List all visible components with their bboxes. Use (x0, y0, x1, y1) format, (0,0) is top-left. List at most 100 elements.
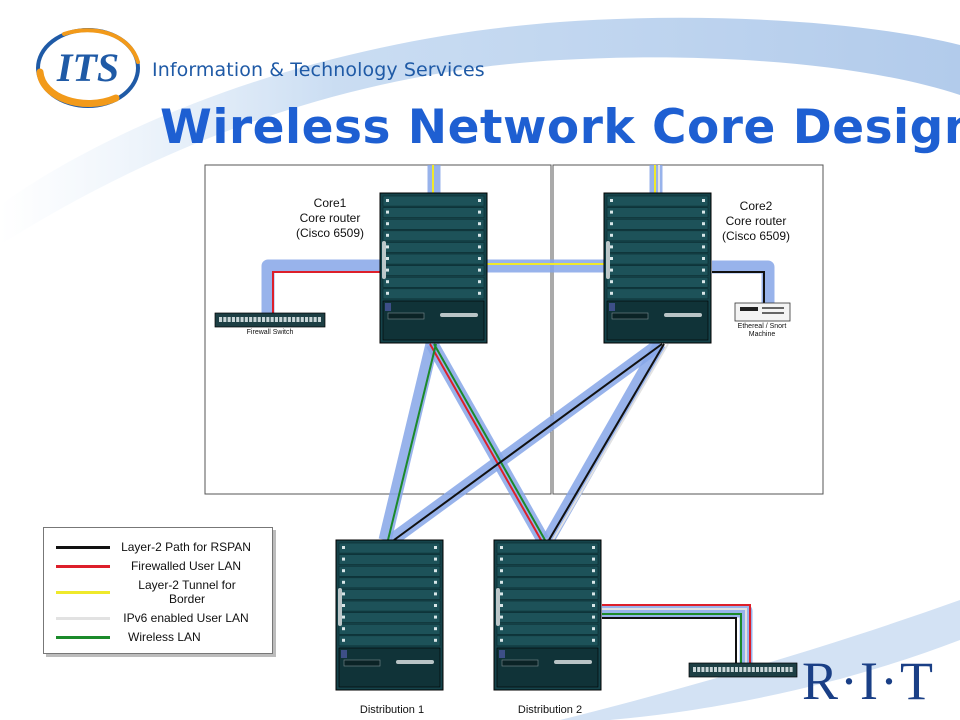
core1-firewall-bundle (261, 259, 380, 318)
slot-led (500, 627, 503, 631)
fan-grille (343, 659, 381, 667)
switch-port (705, 667, 709, 672)
line-card-slot (382, 276, 485, 288)
psu-handle (396, 660, 434, 664)
core1-name: Core1 (313, 196, 347, 210)
psu-handle (554, 660, 592, 664)
switch-port (739, 667, 743, 672)
chassis-devices (335, 192, 712, 691)
slot-led (592, 569, 595, 573)
slot-led (592, 592, 595, 596)
legend-item-ipv6: IPv6 enabled User LAN (44, 608, 272, 628)
line-card-slot (606, 276, 709, 288)
line-card-slot (606, 230, 709, 242)
switch-port (227, 317, 231, 322)
slot-led (478, 233, 481, 237)
slot-led (610, 233, 613, 237)
slot-led (478, 257, 481, 260)
distribution-2-label: Distribution 2 (517, 704, 583, 716)
switch-port (270, 317, 274, 322)
switch-port (701, 667, 705, 672)
line-card-slot (338, 577, 441, 589)
core1-label: Core1 Core router (Cisco 6509) (280, 196, 380, 241)
slot-led (478, 222, 481, 226)
background-swoosh-bottom (560, 600, 960, 720)
slot-led (342, 546, 345, 549)
slot-led (500, 615, 503, 619)
fan-grille (501, 659, 539, 667)
status-panel (385, 303, 391, 311)
line-card-slot (382, 218, 485, 230)
slot-led (500, 546, 503, 549)
slot-led (478, 268, 481, 272)
core1-dist2-bundle (426, 340, 549, 544)
line-card-slot (382, 288, 485, 300)
status-panel (341, 650, 347, 658)
slot-led (610, 210, 613, 214)
switch-port (274, 317, 278, 322)
power-supply-bay (382, 300, 485, 341)
slot-led (434, 546, 437, 549)
fan-grille (611, 312, 649, 320)
line-card-slot (496, 565, 599, 577)
core1-chassis (379, 192, 488, 344)
slot-led (434, 557, 437, 561)
slot-led (702, 199, 705, 202)
power-supply-bay (496, 647, 599, 688)
rspan-line-sniffer (712, 271, 765, 305)
rspan-line-dist2 (548, 343, 665, 541)
switch-port (697, 667, 701, 672)
slot-led (342, 569, 345, 573)
slot-led (386, 199, 389, 202)
switch-port (735, 667, 738, 672)
core2-chassis (603, 192, 712, 344)
legend-item-firewalled: Firewalled User LAN (44, 556, 272, 576)
slot-led (702, 245, 705, 249)
its-tagline: Information & Technology Services (152, 59, 485, 81)
line-card-slot (338, 623, 441, 635)
switch-port (262, 317, 266, 322)
slot-led (592, 557, 595, 561)
core2-sniffer-bundle (712, 260, 775, 305)
slot-led (500, 638, 503, 642)
line-card-slot (338, 565, 441, 577)
sniffer-machine-label-line1: Ethereal / Snort (737, 323, 787, 330)
switch-port (279, 317, 283, 322)
slot-led (478, 245, 481, 249)
core1-role: Core router (299, 211, 361, 225)
switch-port (305, 317, 309, 322)
slot-led (478, 210, 481, 214)
line-card-slot (606, 242, 709, 253)
slot-led (386, 268, 389, 272)
switch-port (714, 667, 717, 672)
status-panel (609, 303, 615, 311)
core2-model: (Cisco 6509) (721, 229, 791, 243)
access-switch-device (688, 662, 798, 678)
legend-swatch-tunnel (56, 591, 110, 594)
slot-led (434, 592, 437, 596)
slot-led (592, 580, 595, 584)
slot-led (434, 580, 437, 584)
line-card-slot (496, 542, 599, 554)
line-card-slot (338, 542, 441, 554)
switch-port (789, 667, 793, 672)
slot-led (434, 615, 437, 619)
psu-handle (440, 313, 478, 317)
sniffer-machine-label-line2: Machine (748, 331, 776, 338)
wireless-line-dist2 (433, 343, 546, 541)
line-card-slot (496, 623, 599, 635)
switch-port (718, 667, 722, 672)
slot-led (592, 604, 595, 607)
switch-port (747, 667, 751, 672)
slot-led (702, 222, 705, 226)
distribution-2-chassis (493, 539, 602, 691)
switch-port (777, 667, 780, 672)
vlan-lines (272, 165, 765, 665)
switch-port (785, 667, 789, 672)
switch-port (296, 317, 300, 322)
slot-led (610, 222, 613, 226)
legend-label-rspan: Layer-2 Path for RSPAN (121, 540, 251, 554)
wireless-line-dist1 (387, 343, 437, 541)
legend-label-wireless: Wireless LAN (128, 630, 201, 644)
sniffer-machine-label: Ethereal / Snort Machine (724, 323, 800, 339)
